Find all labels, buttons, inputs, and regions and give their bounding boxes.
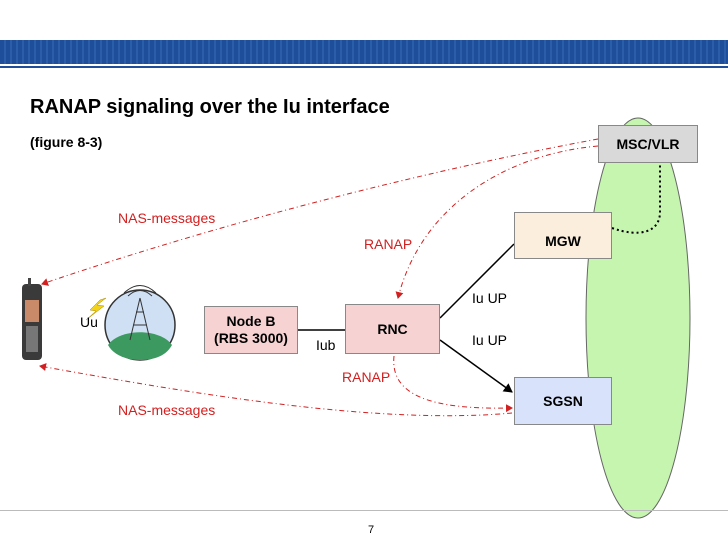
sgsn-label: SGSN (543, 392, 583, 409)
ranap-bottom-label: RANAP (342, 369, 391, 385)
msc-vlr-label: MSC/VLR (616, 135, 680, 152)
nodeb-box: Node B (RBS 3000) (204, 306, 298, 354)
slide-subtitle: (figure 8-3) (30, 134, 103, 150)
nas-bottom-arrow (39, 363, 513, 417)
lightning-icon (85, 297, 107, 321)
nas-top-arrow (41, 138, 599, 286)
page-number: 7 (368, 524, 375, 536)
ranap-top-label: RANAP (364, 236, 413, 252)
slide-title: RANAP signaling over the Iu interface (30, 96, 390, 118)
link-rnc-mgw (439, 243, 515, 319)
footer-divider (0, 510, 728, 511)
header-divider (0, 66, 728, 68)
sgsn-box: SGSN (514, 377, 612, 425)
rnc-box: RNC (345, 304, 440, 354)
msc-vlr-box: MSC/VLR (598, 125, 698, 163)
uu-label: Uu (80, 314, 98, 330)
nodeb-label-line2: (RBS 3000) (214, 330, 288, 346)
iub-label: Iub (316, 337, 336, 353)
nas-messages-bottom-label: NAS-messages (118, 402, 216, 418)
ranap-bottom-arrow (393, 355, 513, 413)
core-network-ellipse (585, 117, 691, 519)
mobile-phone-icon (22, 278, 42, 360)
link-rnc-sgsn (439, 339, 513, 393)
rnc-label: RNC (377, 320, 408, 337)
iu-up-bottom-label: Iu UP (472, 332, 508, 348)
iu-up-top-label: Iu UP (472, 290, 508, 306)
mgw-label: MGW (545, 233, 581, 249)
mgw-box: MGW (514, 212, 612, 259)
nodeb-label-line1: Node B (226, 313, 276, 329)
nas-messages-top-label: NAS-messages (118, 210, 216, 226)
ranap-top-arrow (395, 145, 599, 299)
antenna-tower-icon (104, 285, 176, 361)
mgw-msc-dotted-link (611, 160, 661, 234)
header-bar (0, 40, 728, 64)
